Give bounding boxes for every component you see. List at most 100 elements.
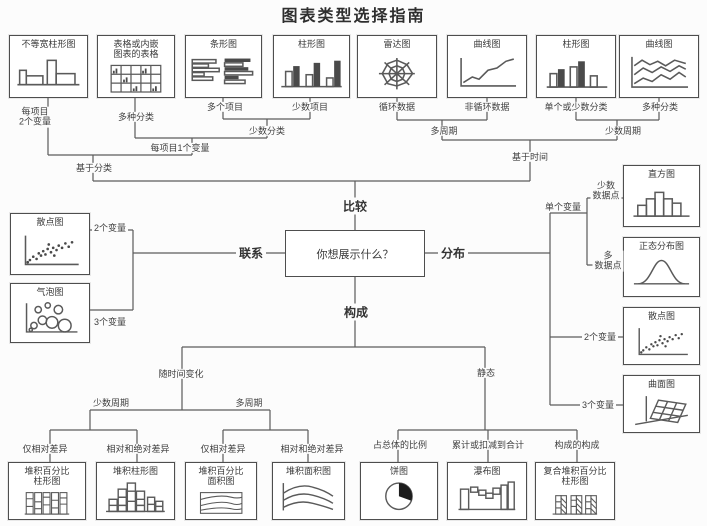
chart-box-title-compound-stacked-column: 复合堆积百分比 柱形图 bbox=[543, 466, 607, 487]
stacked-area-icon bbox=[273, 476, 344, 519]
chart-box-title-stacked-pct-area: 堆积百分比 面积图 bbox=[198, 466, 244, 487]
horizontal-bar-icon bbox=[186, 49, 261, 97]
column-icon bbox=[274, 49, 349, 97]
page-title: 图表类型选择指南 bbox=[281, 8, 426, 25]
branch-comparison: 比较 bbox=[339, 197, 371, 215]
chart-box-title-stacked-area: 堆积面积图 bbox=[285, 466, 331, 476]
chart-box-title-scatter-a: 散点图 bbox=[36, 217, 64, 227]
edge-label-relative-only-b: 仅相对差异 bbox=[198, 443, 248, 455]
scatter-icon bbox=[624, 321, 699, 364]
edge-label-few-periods-a: 少数周期 bbox=[602, 125, 644, 137]
edge-label-two-vars-left: 2个变量 bbox=[91, 222, 129, 234]
chart-box-title-waterfall: 瀑布图 bbox=[473, 466, 501, 476]
line-icon bbox=[448, 49, 526, 97]
chart-box-column-chart-a: 柱形图 bbox=[273, 35, 350, 98]
chart-box-pie-chart: 饼图 bbox=[360, 462, 438, 520]
chart-box-bubble-chart: 气泡图 bbox=[10, 283, 90, 343]
chart-box-title-var-width-column: 不等宽柱形图 bbox=[21, 39, 76, 49]
edge-label-one-var-per-item: 每项目1个变量 bbox=[148, 142, 212, 154]
table-icon bbox=[98, 60, 174, 97]
chart-box-title-surface-chart: 曲面图 bbox=[647, 379, 675, 389]
chart-box-title-curve-chart: 曲线图 bbox=[645, 39, 673, 49]
chart-box-scatter-b: 散点图 bbox=[623, 307, 700, 365]
edge-label-many-data-points: 多 数据点 bbox=[592, 250, 624, 272]
bubble-icon bbox=[11, 297, 89, 342]
chart-box-waterfall: 瀑布图 bbox=[447, 462, 527, 520]
edge-label-by-category: 基于分类 bbox=[73, 162, 115, 174]
edge-label-relative-absolute-a: 相对和绝对差异 bbox=[104, 443, 172, 455]
chart-box-bar-chart: 条形图 bbox=[185, 35, 262, 98]
chart-box-title-column-chart-b: 柱形图 bbox=[562, 39, 590, 49]
surface-icon bbox=[624, 389, 699, 432]
edge-label-accumulate-or-subtract: 累计或扣减到合计 bbox=[449, 439, 527, 451]
edge-label-few-items: 少数项目 bbox=[289, 101, 331, 113]
chart-box-title-pie-chart: 饼图 bbox=[389, 466, 408, 476]
chart-box-scatter-a: 散点图 bbox=[10, 213, 90, 275]
edge-label-single-or-few-categories: 单个或少数分类 bbox=[542, 101, 610, 113]
chart-box-stacked-pct-area: 堆积百分比 面积图 bbox=[185, 462, 257, 520]
chart-box-title-column-chart-a: 柱形图 bbox=[297, 39, 325, 49]
branch-distribution: 分布 bbox=[437, 244, 469, 262]
edge-label-composition-of-composition: 构成的构成 bbox=[552, 439, 602, 451]
branch-composition: 构成 bbox=[340, 303, 372, 321]
chart-box-title-table-or-embedded: 表格或内嵌 图表的表格 bbox=[113, 39, 159, 60]
pie-icon bbox=[361, 476, 437, 519]
chart-box-histogram: 直方图 bbox=[623, 165, 700, 227]
chart-box-radar-chart: 雷达图 bbox=[357, 35, 437, 98]
chart-box-column-chart-b: 柱形图 bbox=[536, 35, 616, 98]
edge-label-over-time: 随时间变化 bbox=[156, 368, 206, 380]
radar-icon bbox=[358, 49, 436, 97]
edge-label-per-item-2vars: 每项目 2个变量 bbox=[16, 106, 54, 128]
chart-box-title-bar-chart: 条形图 bbox=[209, 39, 237, 49]
multi-line-icon bbox=[620, 49, 698, 97]
chart-box-table-or-embedded: 表格或内嵌 图表的表格 bbox=[97, 35, 175, 98]
chart-box-normal-dist: 正态分布图 bbox=[623, 237, 700, 297]
edge-label-many-items: 多个项目 bbox=[204, 101, 246, 113]
connector-relationship bbox=[90, 229, 134, 311]
compound-stacked-icon bbox=[536, 487, 614, 519]
chart-box-title-radar-chart: 雷达图 bbox=[383, 39, 411, 49]
column2-icon bbox=[537, 49, 615, 97]
chart-box-stacked-column: 堆积柱形图 bbox=[96, 462, 175, 520]
chart-box-line-chart: 曲线图 bbox=[447, 35, 527, 98]
waterfall-icon bbox=[448, 476, 526, 519]
scatter-icon bbox=[11, 227, 89, 274]
chart-box-title-stacked-pct-column: 堆积百分比 柱形图 bbox=[24, 466, 70, 487]
edge-label-cyclical-data: 循环数据 bbox=[376, 101, 418, 113]
chart-box-curve-chart: 曲线图 bbox=[619, 35, 699, 98]
histogram-icon bbox=[624, 179, 699, 226]
edge-label-relative-absolute-b: 相对和绝对差异 bbox=[278, 443, 346, 455]
edge-label-three-vars-right: 3个变量 bbox=[579, 399, 617, 411]
variable-width-column-icon bbox=[10, 49, 87, 97]
edge-label-many-periods-a: 多周期 bbox=[428, 125, 460, 137]
edge-label-relative-only-a: 仅相对差异 bbox=[20, 443, 70, 455]
chart-box-title-stacked-column: 堆积柱形图 bbox=[112, 466, 158, 476]
chart-box-title-bubble-chart: 气泡图 bbox=[36, 287, 64, 297]
chart-box-title-normal-dist: 正态分布图 bbox=[638, 241, 684, 251]
edge-label-multi-categories-b: 多种分类 bbox=[639, 101, 681, 113]
center-question-text: 你想展示什么？ bbox=[316, 248, 394, 261]
edge-label-non-cyclical-data: 非循环数据 bbox=[462, 101, 512, 113]
chart-box-surface-chart: 曲面图 bbox=[623, 375, 700, 433]
chart-box-var-width-column: 不等宽柱形图 bbox=[9, 35, 88, 98]
stacked-pct-area-icon bbox=[186, 487, 256, 519]
bell-curve-icon bbox=[624, 251, 699, 296]
chart-box-title-line-chart: 曲线图 bbox=[473, 39, 501, 49]
stacked-column-icon bbox=[97, 476, 174, 519]
chart-box-title-scatter-b: 散点图 bbox=[647, 311, 675, 321]
center-question-box: 你想展示什么？ bbox=[285, 230, 425, 277]
edge-label-single-variable: 单个变量 bbox=[542, 201, 584, 213]
connector-top-right bbox=[396, 98, 660, 181]
edge-label-few-data-points: 少数 数据点 bbox=[590, 180, 622, 202]
edge-label-two-vars-right: 2个变量 bbox=[581, 331, 619, 343]
edge-label-three-vars-left: 3个变量 bbox=[91, 316, 129, 328]
stacked-pct-column-icon bbox=[9, 487, 85, 519]
connector-distribution bbox=[549, 197, 623, 406]
edge-label-few-categories: 少数分类 bbox=[246, 125, 288, 137]
chart-box-stacked-area: 堆积面积图 bbox=[272, 462, 345, 520]
edge-label-multi-categories-a: 多种分类 bbox=[115, 111, 157, 123]
edge-label-static: 静态 bbox=[474, 367, 498, 379]
edge-label-many-periods-b: 多周期 bbox=[233, 397, 265, 409]
edge-label-proportion-of-total: 占总体的比例 bbox=[370, 439, 430, 451]
